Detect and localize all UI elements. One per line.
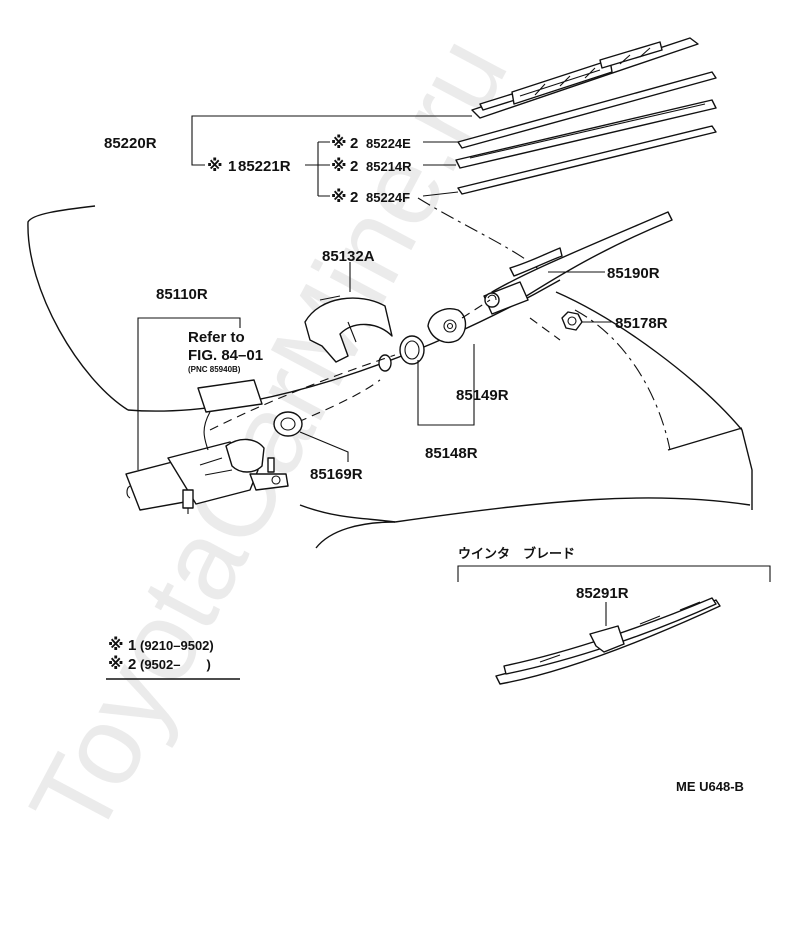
back-door-outline	[27, 197, 753, 549]
leader-85221r-branch	[305, 141, 330, 197]
leader-85110r	[137, 317, 241, 470]
note-num-85224e: 2	[350, 135, 358, 152]
pivot-cover-drawing	[304, 295, 393, 363]
refer-line3: (PNC 85940B)	[188, 365, 241, 374]
legend-mark-1: ※	[108, 635, 124, 654]
legend-range-2: (9502– )	[140, 657, 211, 672]
note-num-85221r: 1	[228, 158, 236, 175]
wiper-blade-drawing	[455, 37, 717, 195]
label-85291r: 85291R	[576, 585, 629, 602]
label-85169r: 85169R	[310, 466, 363, 483]
legend-num-2: 2	[128, 656, 136, 673]
note-num-85214r: 2	[350, 158, 358, 175]
label-85220r: 85220R	[104, 135, 157, 152]
note-mark-85224e: ※	[331, 133, 347, 152]
label-85149r: 85149R	[456, 387, 509, 404]
label-85110r: 85110R	[156, 286, 208, 303]
note-mark-85214r: ※	[331, 156, 347, 175]
label-85214r: 85214R	[366, 159, 412, 174]
wiper-motor-drawing	[125, 379, 289, 514]
winter-bracket	[457, 565, 771, 582]
arm-nut-drawing	[561, 311, 583, 331]
note-num-85224f: 2	[350, 189, 358, 206]
legend: ※ 1 (9210–9502) ※ 2 (9502– )	[106, 635, 240, 680]
figure-code: ME U648-B	[676, 779, 744, 794]
legend-num-1: 1	[128, 637, 136, 654]
refer-line1: Refer to	[188, 329, 245, 346]
note-mark-85221r: ※	[207, 156, 223, 175]
pivot-cap-drawing	[427, 308, 467, 344]
grommet-drawing	[273, 411, 303, 437]
watermark: ToyotaCarMine.ru	[6, 17, 531, 856]
leader-85220r	[191, 115, 472, 143]
legend-range-1: (9210–9502)	[140, 638, 214, 653]
label-85148r: 85148R	[425, 445, 478, 462]
refer-line2: FIG. 84–01	[188, 347, 263, 364]
small-oring-drawing	[378, 354, 392, 372]
leader-85221r	[191, 143, 205, 166]
label-85221r: 85221R	[238, 158, 291, 175]
winter-blade-drawing	[495, 597, 721, 685]
label-85190r: 85190R	[607, 265, 660, 282]
label-85224f: 85224F	[366, 190, 410, 205]
legend-mark-2: ※	[108, 654, 124, 673]
label-85224e: 85224E	[366, 136, 411, 151]
wiper-arm-drawing	[483, 211, 673, 315]
pivot-seal-drawing	[399, 335, 425, 365]
note-mark-85224f: ※	[331, 187, 347, 206]
winter-blade-caption: ウインタ ブレード	[458, 546, 575, 561]
label-85178r: 85178R	[615, 315, 668, 332]
label-85132a: 85132A	[322, 248, 375, 265]
